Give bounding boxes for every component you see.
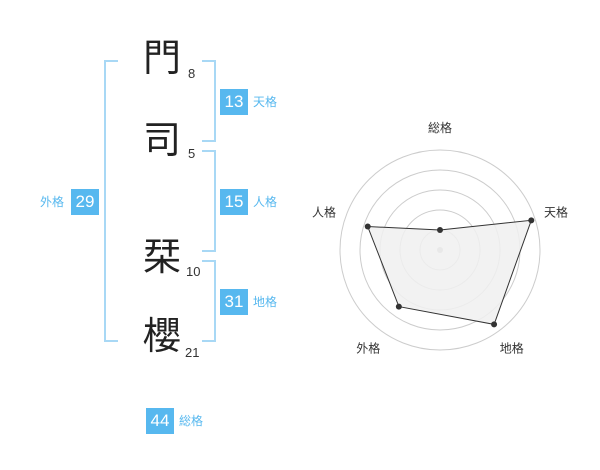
chikaku-label: 地格 [253, 295, 278, 309]
radar-axis-label: 総格 [428, 120, 452, 135]
gaikaku-bracket [104, 60, 118, 342]
radar-grid-ring [339, 149, 541, 351]
soukaku-value-badge: 44 [146, 408, 174, 434]
radar-point-4 [395, 303, 402, 310]
name-character-1: 門 [142, 36, 181, 80]
tenkaku-bracket [202, 60, 216, 142]
chikaku-bracket [202, 260, 216, 342]
radar-axis-label: 外格 [356, 341, 380, 356]
radar-point-2 [528, 217, 535, 224]
soukaku-label: 総格 [179, 414, 204, 428]
radar-axis-label: 地格 [500, 341, 524, 356]
radar-point-1 [437, 227, 443, 233]
name-character-2: 司 [142, 118, 181, 162]
gaikaku-label: 外格 [40, 195, 65, 209]
name-character-4: 櫻 [142, 314, 181, 358]
name-character-3: 栞 [142, 235, 181, 279]
tenkaku-label: 天格 [253, 95, 278, 109]
radar-area [366, 219, 533, 325]
radar-axis-label: 天格 [544, 204, 568, 219]
radar-point-5 [364, 223, 371, 230]
stroke-count-2: 5 [188, 146, 196, 161]
jinkaku-value-badge: 15 [220, 189, 248, 215]
radar-axis-label: 人格 [312, 204, 336, 219]
tenkaku-value-badge: 13 [220, 89, 248, 115]
stroke-count-4: 21 [185, 345, 200, 360]
stroke-count-1: 8 [188, 66, 196, 81]
chikaku-value-badge: 31 [220, 289, 248, 315]
gaikaku-value-badge: 29 [71, 189, 99, 215]
jinkaku-label: 人格 [253, 195, 278, 209]
radar-point-3 [491, 321, 498, 328]
jinkaku-bracket [202, 150, 216, 252]
stroke-count-3: 10 [186, 264, 201, 279]
